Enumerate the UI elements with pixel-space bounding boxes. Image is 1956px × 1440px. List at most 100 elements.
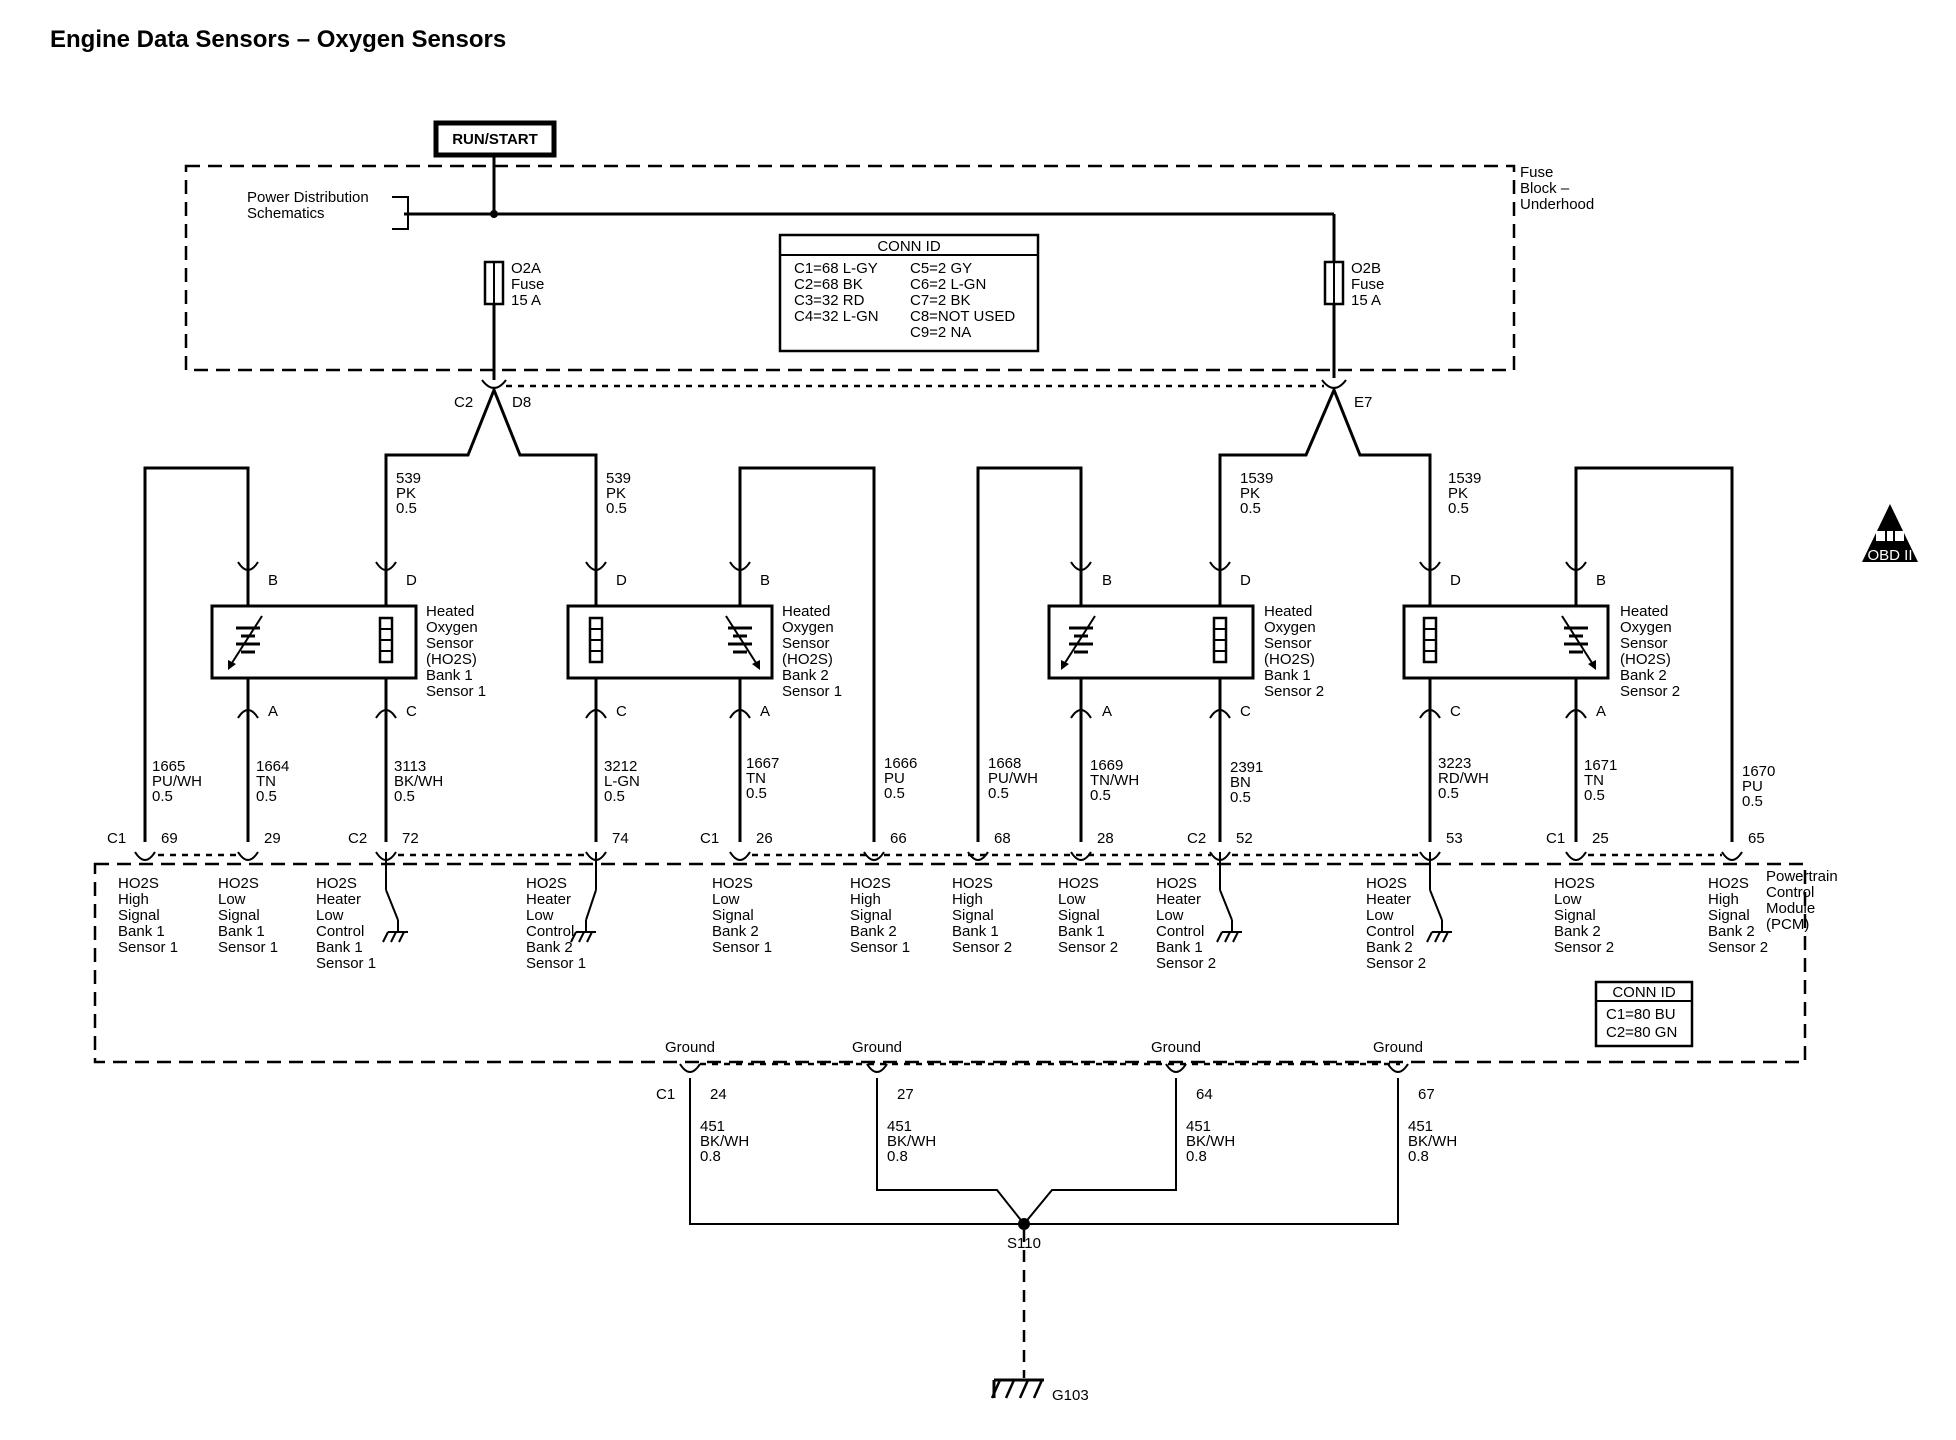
pcm-wire-label: 0.5 [1584, 787, 1605, 804]
sensing-element [1561, 615, 1596, 670]
pcm-wire-label: BN [1230, 774, 1251, 791]
pcm-function-label: Bank 2 [1554, 923, 1601, 940]
pcm-function-label: Sensor 2 [1554, 939, 1614, 956]
fuse-conn-entry: C9=2 NA [910, 324, 971, 341]
sensor-name-label: Oxygen [782, 619, 834, 636]
sensor-pin-letter: D [616, 572, 627, 589]
sensor-pin-letter: B [1102, 572, 1112, 589]
pcm-wire-label: TN/WH [1090, 772, 1139, 789]
connector-pin-icon [1419, 709, 1441, 719]
sensor-pin-letter: C [1450, 703, 1461, 720]
ground-wire-label: 451 [1408, 1118, 1433, 1135]
sensing-element [228, 615, 263, 670]
heater-element [588, 616, 604, 664]
sensor-pin-letter: D [1450, 572, 1461, 589]
pcm-function-label: HO2S [526, 875, 567, 892]
ground-pin-number: 27 [897, 1086, 914, 1103]
pcm-function-label: HO2S [218, 875, 259, 892]
fuse-conn-entry: C6=2 L-GN [910, 276, 986, 293]
fuse-conn-entry: C3=32 RD [794, 292, 865, 309]
splice-s110-dot [1018, 1218, 1030, 1230]
sensor-name-label: Heated [426, 603, 474, 620]
connector-pin-icon [375, 561, 397, 571]
pcm-function-label: High [952, 891, 983, 908]
sensor-pin-letter: D [406, 572, 417, 589]
pcm-function-label: Signal [850, 907, 892, 924]
pcm-wire-label: TN [256, 773, 276, 790]
sensor-name-label: Sensor 2 [1264, 683, 1324, 700]
pcm-function-label: HO2S [1058, 875, 1099, 892]
fuse-block-label: Block – [1520, 180, 1570, 197]
pcm-function-label: Sensor 1 [850, 939, 910, 956]
fuse-pin-label: C2 [454, 394, 473, 411]
pcm-function-label: Signal [1708, 907, 1750, 924]
power-dist-label: Power Distribution [247, 189, 369, 206]
sensor-name-label: Sensor [426, 635, 474, 652]
pcm-function-label: Signal [712, 907, 754, 924]
sensor-pin-letter: D [1240, 572, 1251, 589]
fuse-pin-label: E7 [1354, 394, 1372, 411]
feed-wire-label: 0.5 [396, 500, 417, 517]
pcm-function-label: Signal [118, 907, 160, 924]
connector-pin-icon [1209, 851, 1231, 861]
sensor-pin-letter: B [760, 572, 770, 589]
ground-wire-label: 0.8 [1186, 1148, 1207, 1165]
pcm-name-label: (PCM) [1766, 916, 1809, 933]
pcm-driver-switch [1426, 852, 1452, 943]
sensor-name-label: (HO2S) [426, 651, 477, 668]
pcm-wire-label: 0.5 [1230, 789, 1251, 806]
ground-wire-label: 0.8 [887, 1148, 908, 1165]
pcm-ground-label: Ground [1151, 1039, 1201, 1056]
sensor-pin-letter: A [760, 703, 770, 720]
pcm-function-label: Bank 2 [1366, 939, 1413, 956]
pcm-function-label: Sensor 2 [1156, 955, 1216, 972]
pcm-function-label: Control [1156, 923, 1204, 940]
connector-pin-icon [585, 709, 607, 719]
ground-pin-number: 64 [1196, 1086, 1213, 1103]
ground-g103-icon [990, 1378, 1044, 1399]
fuse-conn-entry: C2=68 BK [794, 276, 863, 293]
pcm-pin-number: 25 [1592, 830, 1609, 847]
pcm-function-label: Signal [218, 907, 260, 924]
heater-element [1422, 616, 1438, 664]
pcm-conn-entry: C2=80 GN [1606, 1024, 1677, 1041]
pcm-function-label: Bank 2 [712, 923, 759, 940]
ground-wire-label: BK/WH [887, 1133, 936, 1150]
sensor-pin-letter: C [1240, 703, 1251, 720]
pcm-function-label: Control [526, 923, 574, 940]
pcm-function-label: Bank 2 [850, 923, 897, 940]
pcm-function-label: HO2S [118, 875, 159, 892]
pcm-function-label: Sensor 1 [218, 939, 278, 956]
pcm-function-label: Sensor 1 [712, 939, 772, 956]
fuse-b-label: Fuse [1351, 276, 1384, 293]
pcm-function-label: Low [316, 907, 344, 924]
pcm-name-label: Control [1766, 884, 1814, 901]
ground-wire-label: 451 [887, 1118, 912, 1135]
pcm-wire-label: TN [746, 770, 766, 787]
ground-wire-label: BK/WH [1186, 1133, 1235, 1150]
sensor-name-label: (HO2S) [1264, 651, 1315, 668]
connector-pin-icon [1565, 851, 1587, 861]
connector-pin-icon [237, 709, 259, 719]
pcm-wire-label: 0.5 [1742, 793, 1763, 810]
ground-pin-number: 67 [1418, 1086, 1435, 1103]
diagram-lines [93, 120, 1918, 1399]
connector-pin-icon [237, 561, 259, 571]
run-start-label: RUN/START [452, 131, 538, 148]
connector-pin-icon [237, 851, 259, 861]
connector-pin-icon [1070, 851, 1092, 861]
connector-pin-icon [585, 561, 607, 571]
pcm-function-label: Low [1058, 891, 1086, 908]
splice-label: S110 [1007, 1235, 1041, 1252]
connector-pin-icon [1209, 561, 1231, 571]
fuse-a-label: Fuse [511, 276, 544, 293]
pcm-wire-label: 1670 [1742, 763, 1775, 780]
feed-wire-label: 539 [606, 470, 631, 487]
fuse-conn-entry: C8=NOT USED [910, 308, 1015, 325]
feed-wire-label: 1539 [1240, 470, 1273, 487]
pcm-pin-number: 68 [994, 830, 1011, 847]
pcm-wire-label: 0.5 [604, 788, 625, 805]
fuse-pin-label: D8 [512, 394, 531, 411]
feed-wire-label: 0.5 [1240, 500, 1261, 517]
pcm-function-label: Sensor 1 [118, 939, 178, 956]
